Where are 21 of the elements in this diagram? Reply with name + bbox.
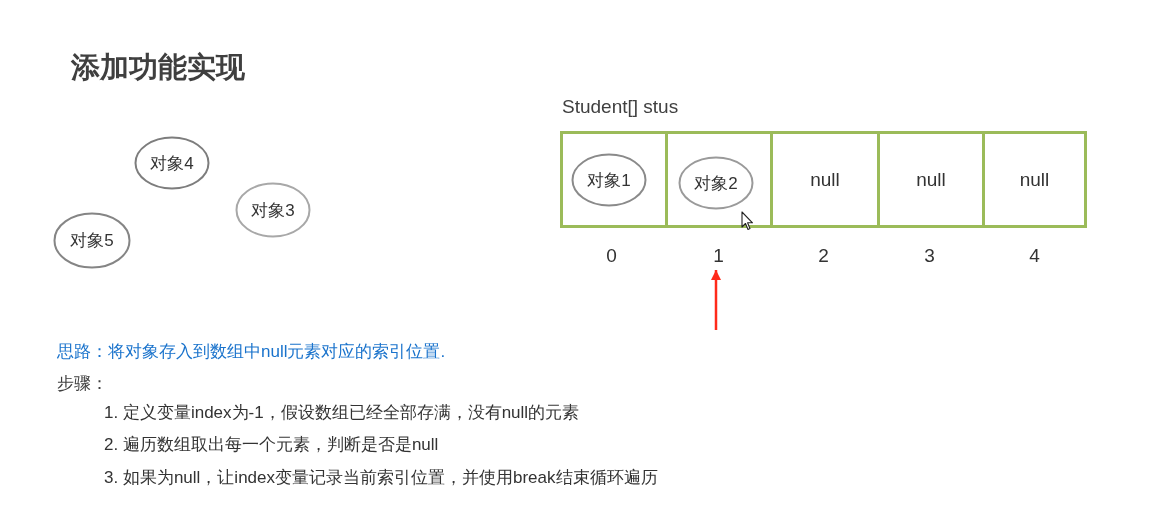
index-number: 0 (605, 244, 618, 268)
step-text: 2. 遍历数组取出每一个元素，判断是否是null (104, 434, 439, 456)
array-cell: null (773, 134, 880, 225)
object-ellipse: 对象4 (134, 136, 210, 190)
index-number: 4 (1028, 244, 1041, 268)
array-label: Student[] stus (562, 95, 679, 119)
title: 添加功能实现 (71, 50, 245, 85)
array-cell: null (985, 134, 1084, 225)
step-text: 1. 定义变量index为-1，假设数组已经全部存满，没有null的元素 (104, 402, 580, 424)
object-ellipse: 对象2 (678, 156, 754, 210)
object-ellipse: 对象1 (571, 153, 647, 207)
heading-text: 步骤： (57, 373, 108, 395)
object-ellipse: 对象3 (235, 182, 311, 238)
arrow (711, 270, 721, 330)
array-cell: null (880, 134, 985, 225)
index-number: 3 (923, 244, 936, 268)
step-text: 3. 如果为null，让index变量记录当前索引位置，并使用break结束循环遍历 (104, 467, 658, 489)
index-number: 1 (712, 244, 725, 268)
index-number: 2 (817, 244, 830, 268)
object-ellipse: 对象5 (53, 212, 131, 269)
note-text: 思路：将对象存入到数组中null元素对应的索引位置. (57, 341, 446, 363)
